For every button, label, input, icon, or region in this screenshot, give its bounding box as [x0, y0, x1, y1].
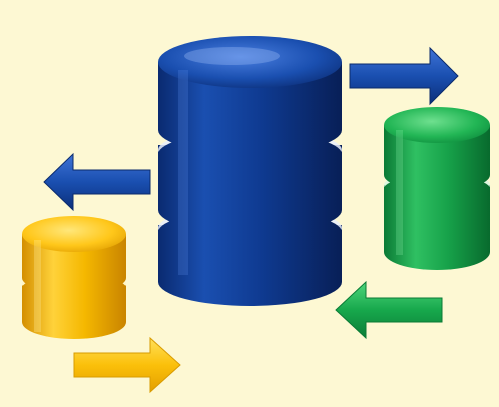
arrow-left-icon [335, 280, 443, 340]
arrow-right-blue [349, 46, 459, 106]
database-icon [158, 36, 342, 306]
database-yellow [22, 216, 126, 339]
database-large [158, 36, 342, 306]
arrow-right-icon [349, 46, 459, 106]
arrow-left-icon [43, 152, 151, 212]
arrow-right-yellow [73, 336, 181, 394]
arrow-left-green [335, 280, 443, 340]
arrow-right-icon [73, 336, 181, 394]
database-icon [22, 216, 126, 339]
arrow-left-blue [43, 152, 151, 212]
database-icon [384, 107, 490, 270]
database-green [384, 107, 490, 270]
